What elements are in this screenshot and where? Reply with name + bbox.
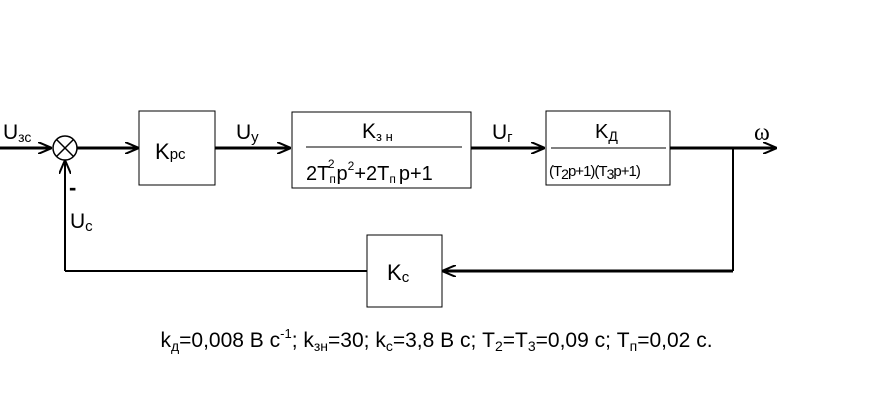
feedback-block: [366, 234, 443, 308]
signal-u-g: Uг: [492, 121, 513, 146]
parameters-caption: kд=0,008 В с-1; kзн=30; kс=3,8 В с; T2=T…: [160, 326, 713, 354]
signal-omega: ω: [754, 120, 770, 146]
feedback-minus-sign: -: [69, 175, 76, 200]
signal-u-c: Uс: [70, 210, 93, 235]
converter-numerator: Kз н: [362, 120, 393, 144]
motor-numerator: KД: [595, 121, 618, 144]
summing-junction: [52, 135, 78, 161]
signal-u-zs: Uзс: [3, 121, 31, 145]
signal-u-y: Uу: [236, 121, 259, 146]
motor-denominator: (T2p+1)(T3p+1): [549, 163, 641, 182]
converter-block: [291, 111, 472, 189]
feedback-label: Kс: [387, 260, 410, 286]
controller-block: [138, 110, 216, 186]
controller-label: Kрс: [155, 139, 186, 164]
